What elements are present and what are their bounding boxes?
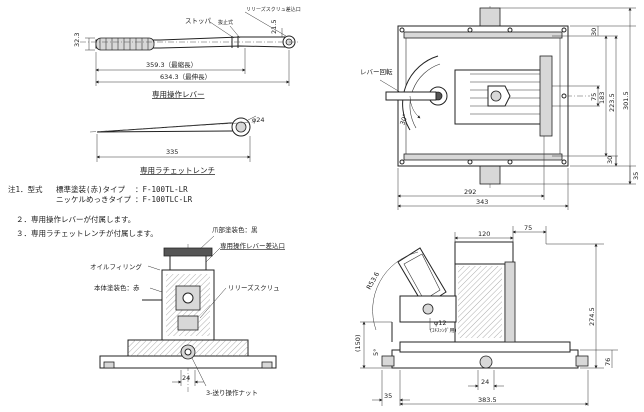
lever-caption: 専用操作レバー (152, 89, 205, 99)
note-1a-label: 標準塗装(赤)タイプ (56, 184, 126, 194)
top-dim-30-bot: 30 (606, 156, 614, 164)
top-dim-75: 75 (590, 93, 598, 101)
front-release-screw: リリーズスクリュ (228, 283, 280, 292)
note-2: ２．専用操作レバーが付属します。 (16, 214, 135, 224)
front-view: 爪部塗装色：黒 専用操作レバー差込口 オイルフィリング 本体塗装色：赤 リリーズ… (90, 225, 285, 397)
lever-lockpin-label: 抜止式 (218, 19, 233, 26)
side-dim-24: 24 (481, 378, 489, 386)
side-dim-76: 76 (604, 358, 612, 366)
note-1b-model: ：F-100TLC-LR (135, 195, 193, 204)
side-dim-3835: 383.5 (478, 396, 497, 404)
front-claw-paint: 爪部塗装色：黒 (212, 225, 258, 234)
wrench-dim-dia: φ24 (252, 116, 265, 124)
side-dim-120: 120 (478, 230, 490, 238)
note-1a-model: ：F-100TL-LR (135, 185, 188, 194)
lever-grip (95, 37, 155, 51)
front-dim-24: 24 (182, 374, 190, 382)
side-claw (454, 241, 514, 265)
notes: 注1．型式 標準塗装(赤)タイプ ：F-100TL-LR ニッケルめっきタイプ … (8, 184, 193, 238)
lever-length-min: 359.3（最縮長） (146, 60, 197, 69)
top-view: 30° レバー回転 30 75 183 223.5 301.5 30 35 29… (360, 6, 640, 210)
lever-socket-label: リリーズスクリュ差込口 (246, 6, 301, 13)
lever-length-max: 634.3（最伸長） (160, 72, 211, 81)
wrench-view: φ24 335 専用ラチェットレンチ (89, 115, 265, 175)
front-body-paint: 本体塗装色：赤 (94, 283, 140, 292)
note-1b-label: ニッケルめっきタイプ (56, 195, 131, 204)
side-dim-35: 35 (384, 392, 392, 400)
front-oil-filling: オイルフィリング (90, 262, 142, 271)
top-lever-rotation: レバー回転 (360, 68, 393, 76)
wrench-caption: 専用ラチェットレンチ (140, 165, 215, 175)
top-dim-292: 292 (464, 188, 476, 196)
wrench-dim-length: 335 (166, 148, 178, 156)
side-dim-75: 75 (524, 224, 532, 232)
lever-stopper-label: ストッパ (185, 17, 212, 25)
top-dim-3015: 301.5 (622, 91, 630, 110)
note-1-head: 注1．型式 (8, 184, 43, 194)
lever-dim-handle: 32.3 (73, 33, 81, 47)
side-view: 120 75 R53.6 (150) 5° φ12 (ｴｷｽｯﾝﾀﾞ用) 274… (354, 224, 618, 406)
side-dim-phi12-note: (ｴｷｽｯﾝﾀﾞ用) (430, 327, 456, 334)
lever-dim-socket: 21.5 (270, 20, 278, 34)
side-dim-2745: 274.5 (588, 307, 596, 326)
side-lever-arm (397, 247, 447, 307)
side-radius: R53.6 (365, 271, 381, 291)
lever-view: 32.3 21.5 ストッパ 抜止式 リリーズスクリュ差込口 359.3（最縮長… (73, 6, 301, 99)
front-feed-nut-label: 3-送り操作ナット (206, 388, 258, 397)
front-lever-socket: 専用操作レバー差込口 (220, 241, 285, 250)
top-dim-343: 343 (476, 198, 488, 206)
top-dim-183: 183 (598, 92, 606, 104)
top-dim-35: 35 (632, 172, 640, 180)
top-dim-30-top: 30 (590, 28, 598, 36)
top-angle: 30° (398, 113, 409, 127)
note-3: ３．専用ラチェットレンチが付属します。 (16, 228, 158, 238)
top-lever-handle (385, 91, 437, 101)
side-angle-5: 5° (372, 349, 380, 356)
top-dim-2235: 223.5 (608, 93, 616, 112)
top-claw (539, 55, 553, 137)
side-dim-phi12: φ12 (434, 319, 447, 327)
front-claw (163, 247, 213, 257)
side-dim-150: (150) (354, 335, 362, 352)
